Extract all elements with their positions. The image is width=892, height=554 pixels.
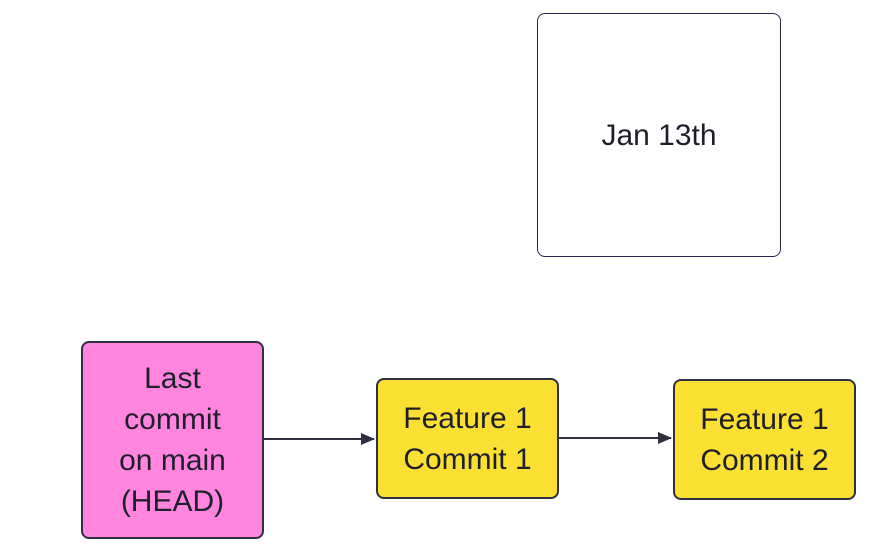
main-head-commit-node: Last commit on main (HEAD) xyxy=(81,341,264,539)
feature-1-commit-2-node: Feature 1 Commit 2 xyxy=(673,379,856,500)
feature-1-commit-1-label: Feature 1 Commit 1 xyxy=(403,401,532,476)
feature-1-commit-1-node: Feature 1 Commit 1 xyxy=(376,378,559,499)
date-box: Jan 13th xyxy=(537,13,781,257)
main-head-commit-label: Last commit on main (HEAD) xyxy=(119,362,226,518)
feature-1-commit-2-label: Feature 1 Commit 2 xyxy=(700,402,829,477)
date-box-label: Jan 13th xyxy=(601,118,717,152)
